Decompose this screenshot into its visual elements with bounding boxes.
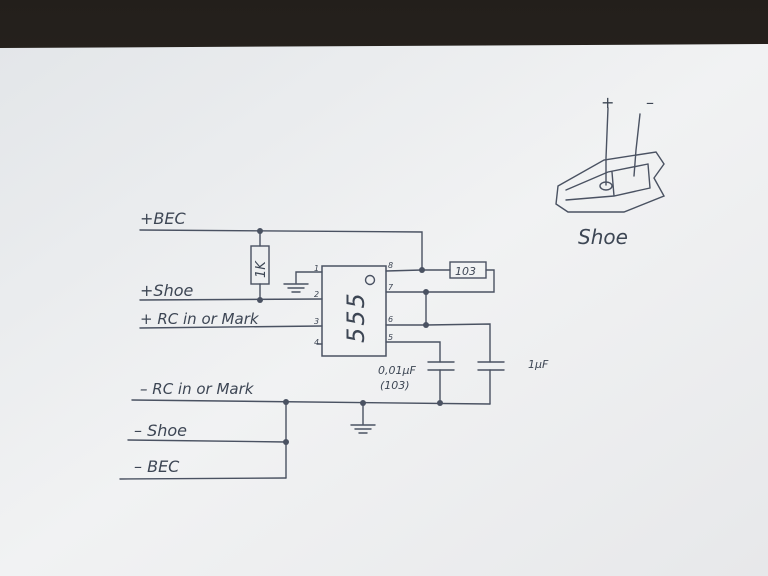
wire-pin8 [385,269,423,272]
label-minus-rc: – RC in or Mark [140,380,255,398]
wire-pin5 [385,341,441,363]
wire-pin1-ground [295,271,323,284]
wire-pin6-c2 [425,323,491,363]
ic-pin-5: 5 [388,333,393,342]
cap1-value: 0,01µF [378,364,416,377]
wire-plus-shoe [139,298,323,301]
wire-box-return [425,269,495,293]
paper-sheet [0,44,768,576]
label-minus-bec: – BEC [134,457,180,476]
ic-label: 555 [342,291,370,343]
wire-plus-rc [139,325,323,329]
ic-pin-7: 7 [388,283,394,292]
ic-pin-6: 6 [388,315,393,324]
shoe-body-outline [555,151,665,213]
capacitor-001uf-plates [427,361,455,371]
shoe-plus-sign: + [601,93,614,112]
capacitor-1uf-plates [477,361,505,371]
ic-pin-2: 2 [314,290,319,299]
shoe-body-inner [565,163,651,201]
label-plus-rc: + RC in or Mark [140,310,260,328]
wire-minus-rail [131,399,491,405]
schematic [119,228,505,480]
ic-pin-8: 8 [388,261,393,270]
label-plus-shoe: +Shoe [140,281,193,300]
wire-minus-bec [119,477,287,480]
ground-symbol-main [350,424,376,434]
cap1-code: (103) [380,379,410,392]
wire-plus-bec [139,229,423,271]
shoe-title: Shoe [578,225,628,249]
ic-notch [364,274,376,286]
shoe-contact-hole [599,181,613,191]
resistor-label: 1K [254,260,269,278]
shoe-sketch: + – Shoe [555,93,665,249]
ic-pin-3: 3 [314,317,319,326]
cap2-value: 1µF [528,358,549,371]
label-minus-shoe: – Shoe [134,421,187,440]
shoe-minus-sign: – [646,93,654,112]
ic-555-body [321,265,387,357]
ic-pin-1: 1 [314,264,319,273]
schematic-labels: +BEC +Shoe + RC in or Mark – RC in or Ma… [134,209,549,476]
label-plus-bec: +BEC [140,209,186,228]
wire-minus-shoe [127,439,287,443]
ground-symbol-pin1 [283,283,309,293]
junction-minus-shoe [283,439,289,445]
ic-pin-4: 4 [314,338,319,347]
junction-minus-rail-c1 [437,400,443,406]
box-label: 103 [455,265,476,278]
shoe-lead-plus [605,107,609,186]
